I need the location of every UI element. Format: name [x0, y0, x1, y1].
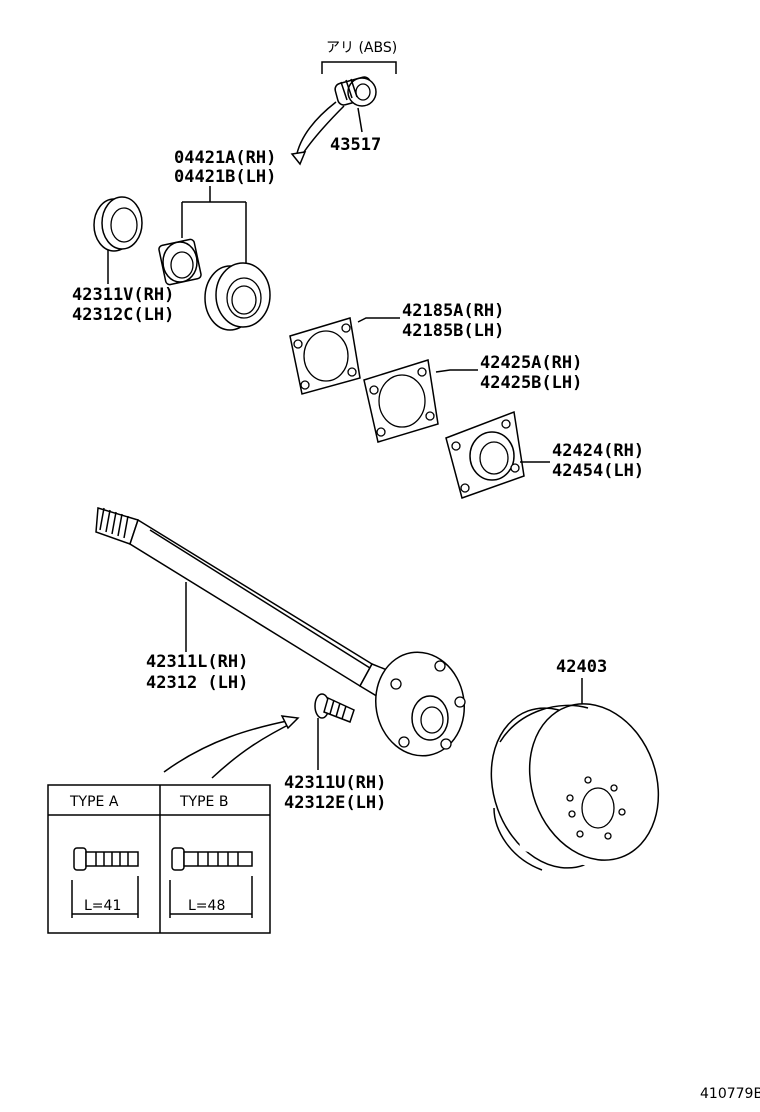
leader-42185 — [357, 317, 400, 323]
stud-type-a — [73, 847, 139, 871]
part-42312-label: 42312 (LH) — [146, 673, 248, 693]
bearing-cup-04421 — [204, 262, 271, 331]
part-43517-label: 43517 — [330, 135, 381, 155]
part-04421b-label: 04421B(LH) — [174, 167, 276, 187]
part-42424-label: 42424(RH) — [552, 441, 644, 461]
leader-04421 — [181, 186, 247, 264]
axle-shaft — [95, 507, 466, 757]
leader-42425 — [435, 369, 478, 373]
arrow-type-a — [163, 719, 293, 773]
length-b-label: L=48 — [188, 898, 225, 914]
stud-type-b — [171, 847, 253, 871]
dim-line-b — [169, 876, 253, 918]
part-42185a-label: 42185A(RH) — [402, 301, 504, 321]
length-a-label: L=41 — [84, 898, 121, 914]
gasket-42185 — [289, 317, 361, 395]
part-04421a-label: 04421A(RH) — [174, 148, 276, 168]
part-42454-label: 42454(LH) — [552, 461, 644, 481]
retainer-42425 — [363, 359, 439, 443]
bearing-cone-04421 — [158, 238, 202, 286]
plate-42424 — [445, 410, 525, 499]
dim-line-a — [71, 876, 139, 918]
part-42403-label: 42403 — [556, 657, 607, 677]
part-42311u-label: 42311U(RH) — [284, 773, 386, 793]
arrow-head — [280, 715, 300, 730]
type-table: TYPE A TYPE B L=41 L=48 — [47, 784, 271, 934]
arrow-type-b — [211, 721, 295, 779]
brake-drum — [490, 703, 660, 871]
oil-seal-42311v — [93, 196, 143, 252]
part-42185b-label: 42185B(LH) — [402, 321, 504, 341]
abs-note-label: アリ (ABS) — [326, 40, 397, 56]
type-a-header: TYPE A — [69, 794, 119, 810]
abs-marker — [290, 151, 307, 166]
abs-bracket — [321, 61, 397, 74]
part-42425a-label: 42425A(RH) — [480, 353, 582, 373]
hub-bolt — [314, 693, 355, 723]
leader-abs-1 — [295, 101, 337, 159]
part-42311l-label: 42311L(RH) — [146, 652, 248, 672]
illustration-code: 410779B — [700, 1086, 760, 1102]
type-b-header: TYPE B — [179, 794, 228, 810]
part-42425b-label: 42425B(LH) — [480, 373, 582, 393]
leader-43517 — [357, 107, 363, 133]
abs-rotor-43517 — [334, 76, 377, 107]
part-42312e-label: 42312E(LH) — [284, 793, 386, 813]
part-42312c-label: 42312C(LH) — [72, 305, 174, 325]
part-42311v-label: 42311V(RH) — [72, 285, 174, 305]
